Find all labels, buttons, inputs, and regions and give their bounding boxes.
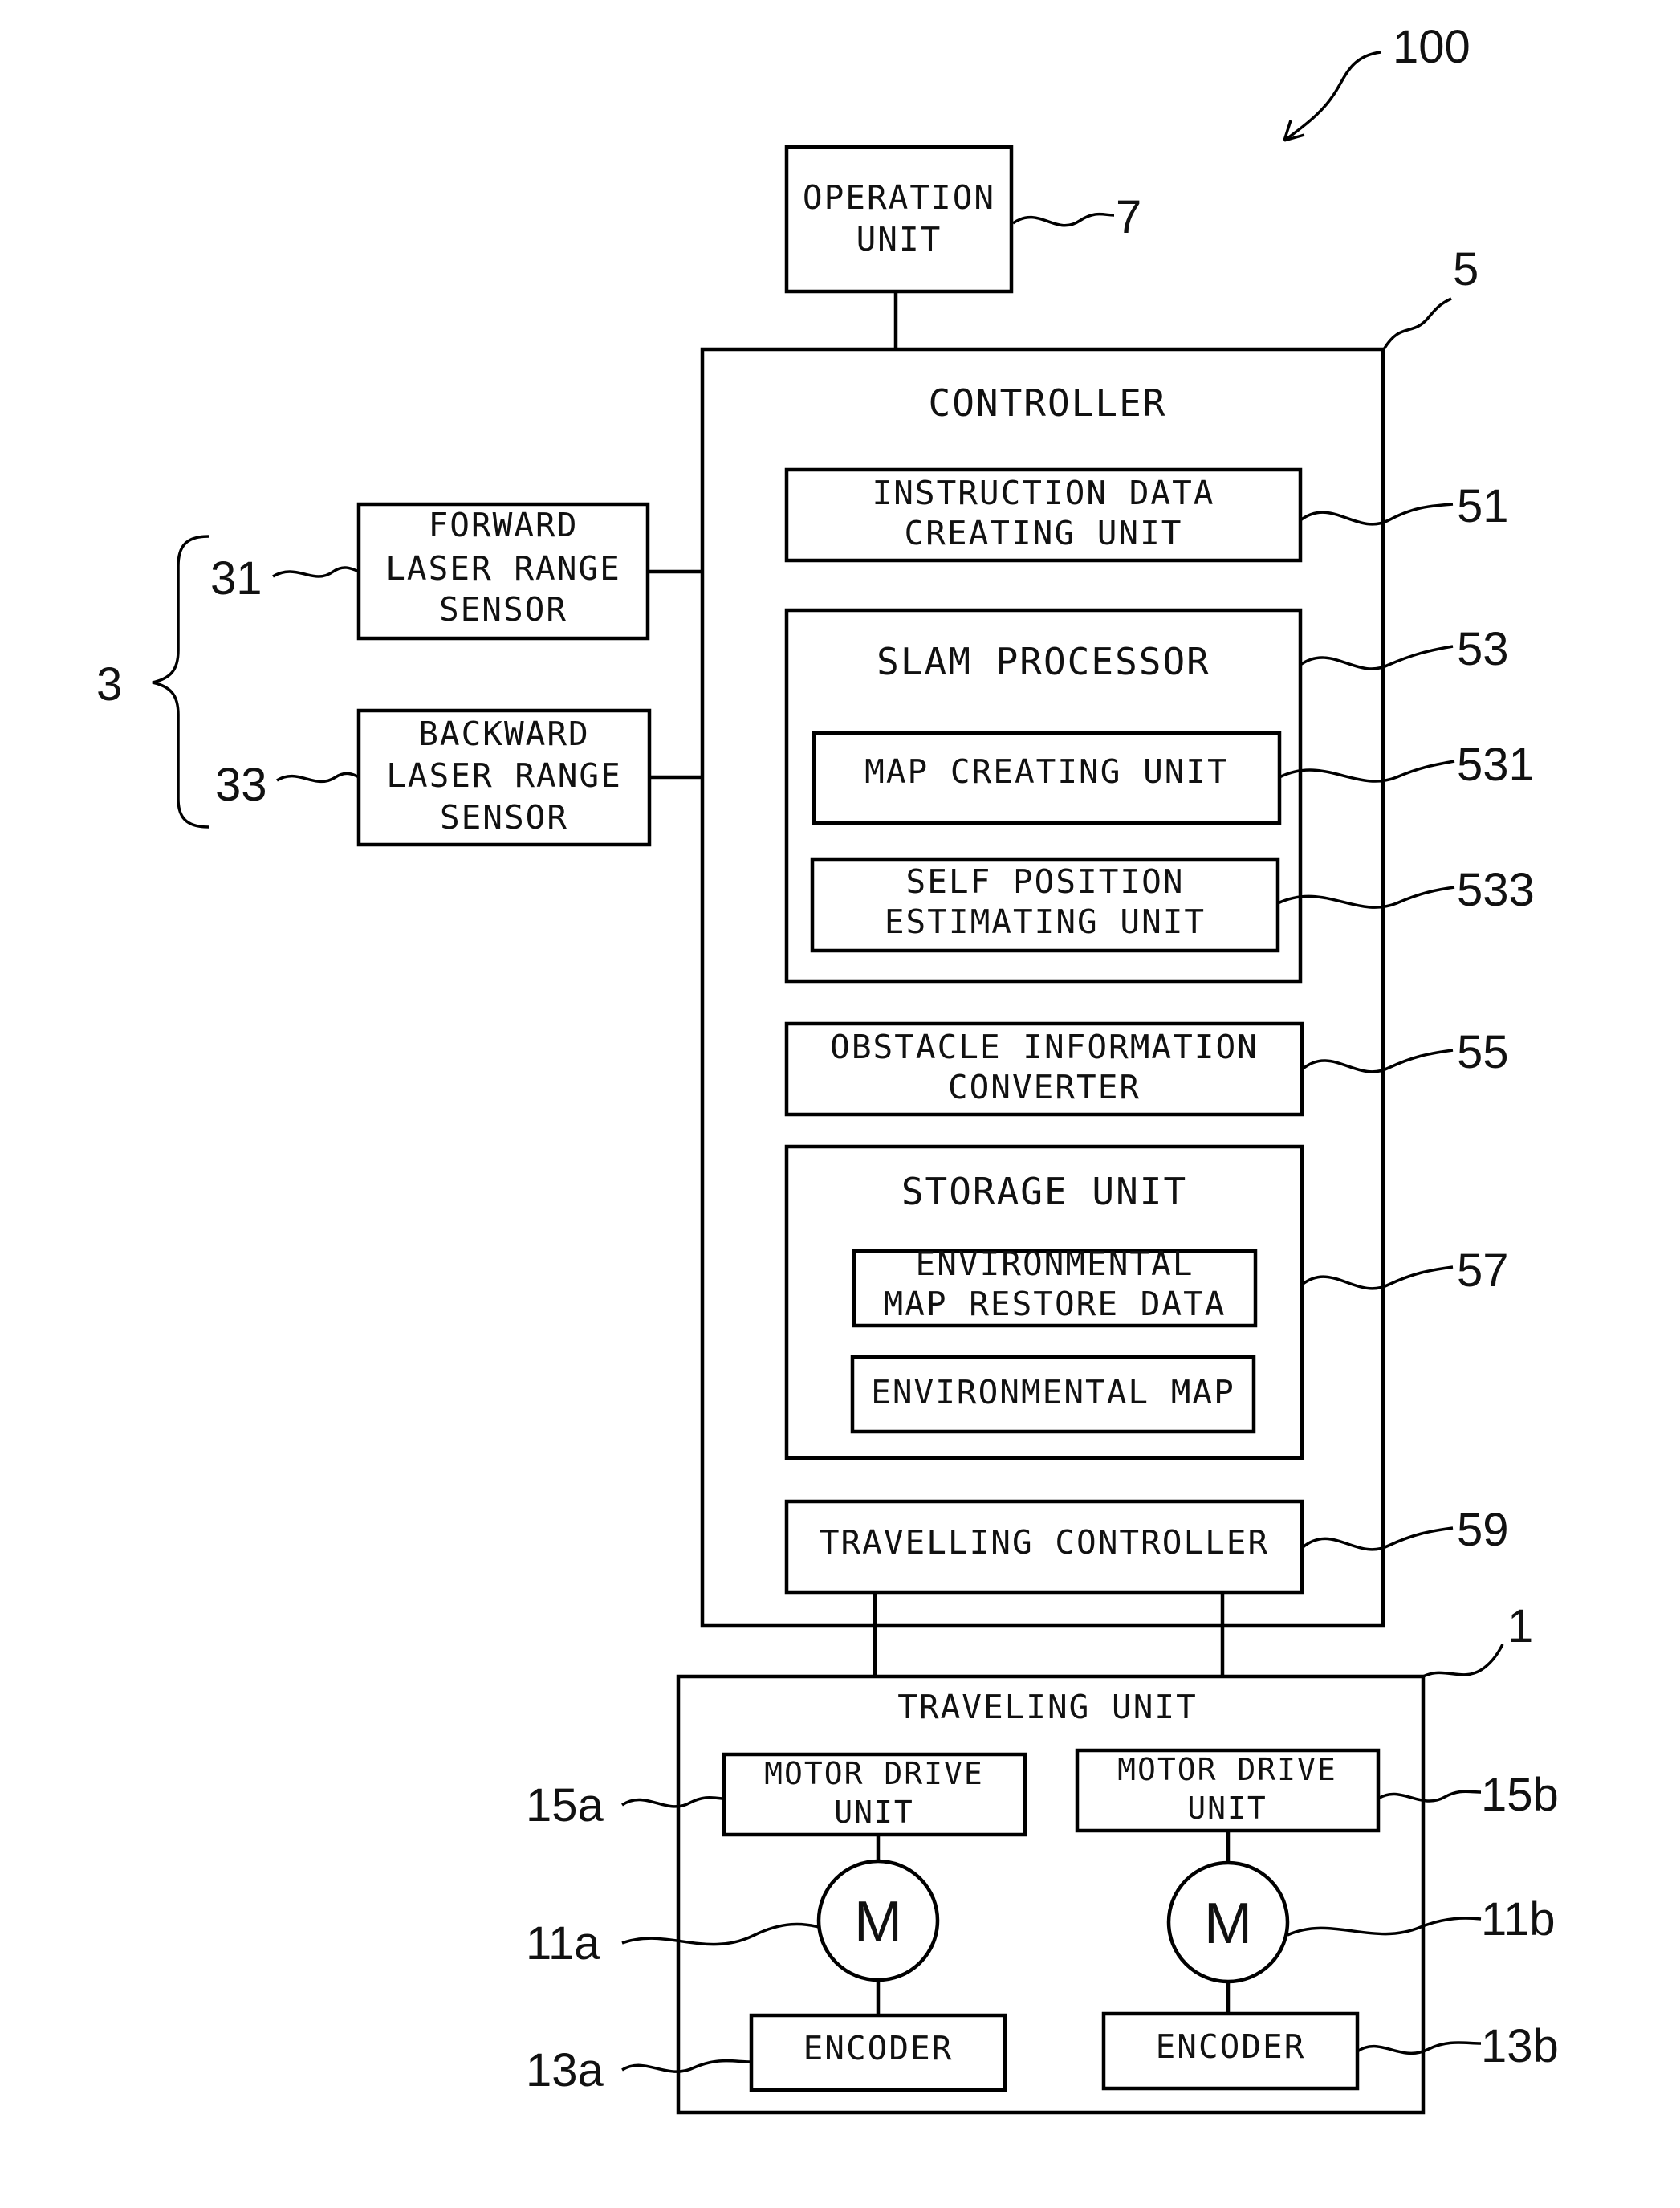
ref-33: 33: [215, 759, 267, 811]
right-drive-label-line1: MOTOR DRIVE: [1117, 1752, 1337, 1787]
encoder-left-label: ENCODER: [803, 2029, 954, 2067]
controller-title: CONTROLLER: [929, 381, 1167, 425]
operation-unit-box: [787, 147, 1011, 291]
ref-531: 531: [1457, 739, 1535, 791]
storage-unit-title: STORAGE UNIT: [901, 1170, 1187, 1213]
ref-55: 55: [1457, 1026, 1509, 1078]
ref-3: 3: [96, 658, 122, 711]
ref-7-leader: [1013, 214, 1114, 226]
motor-left-symbol: M: [854, 1890, 902, 1954]
forward-sensor-label-line3: SENSOR: [439, 590, 567, 629]
instruction-unit-label-line2: CREATING UNIT: [905, 514, 1183, 552]
ref-59: 59: [1457, 1504, 1509, 1556]
backward-sensor-label-line1: BACKWARD: [418, 715, 589, 753]
ref-5-leader: [1384, 299, 1451, 349]
ref-13a: 13a: [526, 2044, 604, 2096]
ref-15b: 15b: [1481, 1769, 1559, 1821]
operation-unit-label-line2: UNIT: [856, 220, 942, 259]
ref-33-leader: [277, 773, 359, 781]
ref-1-leader: [1423, 1644, 1503, 1676]
ref-31-leader: [273, 568, 359, 576]
map-creating-unit-label: MAP CREATING UNIT: [864, 752, 1229, 791]
ref-31: 31: [210, 552, 262, 605]
motor-right-symbol: M: [1204, 1892, 1252, 1956]
ref-13b: 13b: [1481, 2020, 1559, 2072]
ref-15a: 15a: [526, 1779, 604, 1831]
ref-11b: 11b: [1481, 1893, 1555, 1945]
self-position-unit-label-line2: ESTIMATING UNIT: [885, 902, 1206, 941]
forward-sensor-label-line1: FORWARD: [429, 506, 579, 544]
ref-51: 51: [1457, 480, 1509, 532]
obstacle-converter-label-line2: CONVERTER: [948, 1068, 1141, 1106]
ref-7: 7: [1116, 191, 1141, 243]
ref-57: 57: [1457, 1245, 1509, 1297]
ref-53: 53: [1457, 623, 1509, 675]
self-position-unit-label-line1: SELF POSITION: [906, 862, 1185, 901]
encoder-right-label: ENCODER: [1156, 2027, 1306, 2066]
sensor-group-brace: [153, 536, 209, 827]
right-drive-label-line2: UNIT: [1187, 1790, 1267, 1826]
ref-100-arrow: [1284, 52, 1381, 141]
backward-sensor-label-line3: SENSOR: [440, 798, 568, 837]
ref-11a: 11a: [526, 1917, 600, 1970]
travelling-controller-label: TRAVELLING CONTROLLER: [820, 1523, 1269, 1562]
operation-unit-label-line1: OPERATION: [803, 178, 995, 217]
ref-100: 100: [1393, 21, 1471, 73]
traveling-unit-title: TRAVELING UNIT: [897, 1688, 1198, 1726]
slam-processor-title: SLAM PROCESSOR: [877, 640, 1210, 683]
backward-sensor-label-line2: LASER RANGE: [386, 756, 622, 795]
ref-5: 5: [1453, 243, 1479, 295]
ref-1: 1: [1507, 1600, 1533, 1652]
environmental-map-label: ENVIRONMENTAL MAP: [871, 1373, 1235, 1412]
obstacle-converter-label-line1: OBSTACLE INFORMATION: [830, 1028, 1259, 1066]
restore-data-label-line2: MAP RESTORE DATA: [884, 1285, 1226, 1323]
instruction-unit-label-line1: INSTRUCTION DATA: [873, 474, 1215, 512]
ref-533: 533: [1457, 864, 1535, 916]
restore-data-label-line1: ENVIRONMENTAL: [916, 1245, 1194, 1283]
forward-sensor-label-line2: LASER RANGE: [385, 549, 621, 588]
left-drive-label-line1: MOTOR DRIVE: [764, 1756, 984, 1791]
left-drive-label-line2: UNIT: [834, 1795, 914, 1830]
